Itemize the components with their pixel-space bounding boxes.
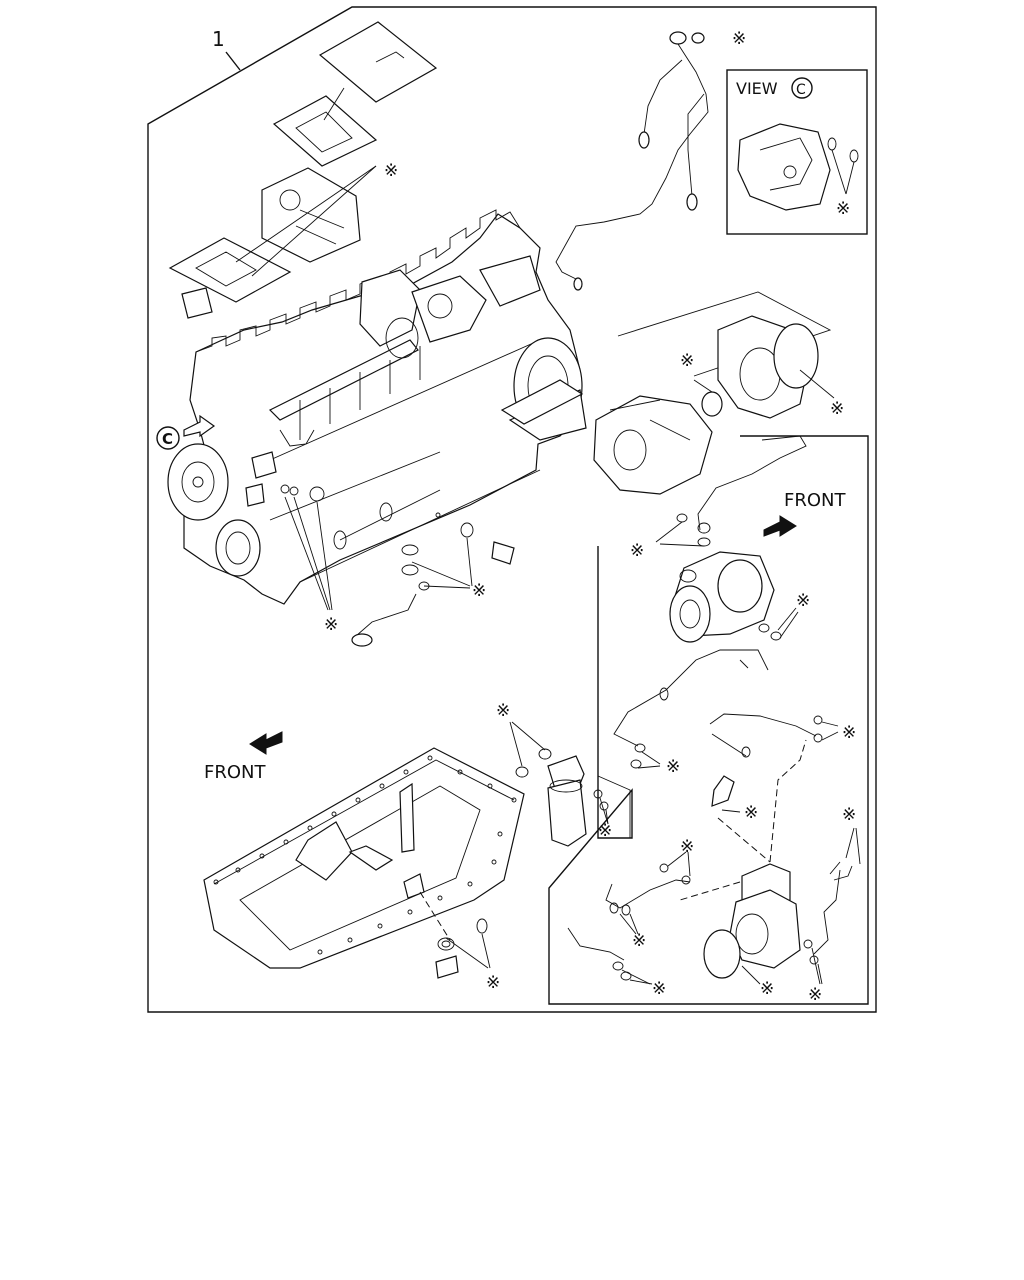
harness-asterisk: ※ — [732, 29, 746, 49]
pump-gasket-asterisk-a: ※ — [680, 351, 694, 371]
front-seal-group — [280, 484, 333, 611]
view-c-asterisk: ※ — [836, 199, 850, 219]
view-label: VIEW — [736, 79, 778, 98]
injector-harness — [555, 31, 709, 291]
oil-filter-asterisk-b: ※ — [598, 821, 612, 841]
egr-lower-asterisk-b: ※ — [632, 931, 646, 951]
supply-pump-group — [593, 291, 835, 495]
egr-pipe-upper — [709, 713, 839, 758]
pump-gasket-asterisk-b: ※ — [830, 399, 844, 419]
drain-plug-group — [419, 891, 491, 979]
callout-1-leader — [225, 51, 241, 71]
turbo-return-pipe — [613, 649, 769, 769]
front-label-left: FRONT — [204, 762, 266, 783]
rocker-cover-group — [168, 21, 438, 319]
oil-filter-asterisk-a: ※ — [496, 701, 510, 721]
view-c-inset-frame — [726, 69, 868, 235]
turbo-oil-asterisk: ※ — [630, 541, 644, 561]
turbo-oil-pipe — [655, 435, 807, 547]
front-label-right: FRONT — [784, 490, 846, 511]
return-pipe-asterisk: ※ — [666, 757, 680, 777]
front-arrow-right — [763, 515, 797, 537]
egr-cooler-asterisk-c: ※ — [760, 979, 774, 999]
turbo-subframe — [548, 435, 869, 1005]
front-seal-asterisk: ※ — [324, 615, 338, 635]
egr-lower-asterisk-c: ※ — [652, 979, 666, 999]
turbo-asterisk: ※ — [796, 591, 810, 611]
oil-pipe-group — [333, 489, 515, 647]
head-gasket-strip — [500, 379, 584, 425]
egr-pipe-lower — [567, 851, 691, 985]
oil-filter-frame-edge — [597, 775, 631, 838]
drain-plug-asterisk: ※ — [486, 973, 500, 993]
oil-pipe-asterisk: ※ — [472, 581, 486, 601]
kit-outline-frame — [147, 6, 877, 1013]
view-c-marker — [156, 414, 216, 450]
turbocharger — [669, 551, 799, 643]
front-arrow-left — [249, 731, 283, 755]
view-marker-letter: C — [162, 430, 173, 448]
egr-lower-asterisk-a: ※ — [680, 837, 694, 857]
oil-pan — [203, 747, 525, 969]
view-letter: C — [796, 82, 806, 98]
view-letter-circle — [791, 77, 813, 99]
kit-asterisk-marker: ※ — [384, 161, 398, 181]
egr-elbow-asterisk: ※ — [744, 803, 758, 823]
egr-cooler-asterisk-a: ※ — [842, 805, 856, 825]
oil-filter-group — [509, 721, 609, 847]
callout-number-1: 1 — [212, 27, 225, 51]
egr-cooler-asterisk-b: ※ — [808, 985, 822, 1005]
egr-pipe-asterisk: ※ — [842, 723, 856, 743]
view-c-bracket — [737, 123, 859, 211]
egr-elbow — [711, 775, 741, 813]
egr-cooler — [679, 739, 861, 985]
